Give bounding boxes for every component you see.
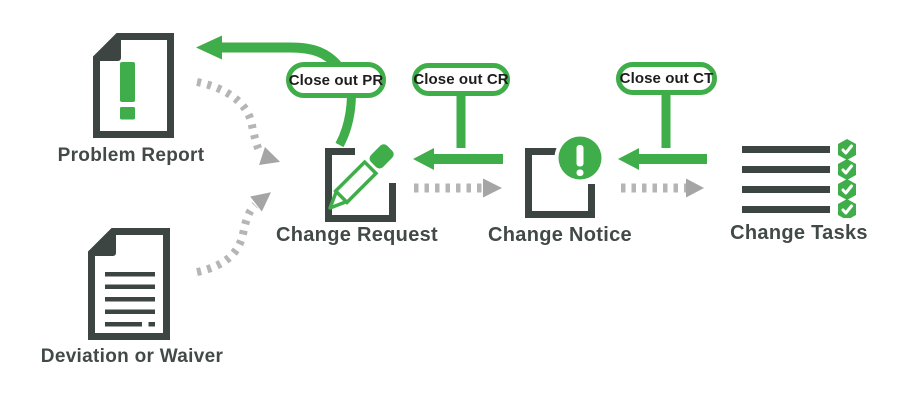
- change-request-to-change-notice-dashed-arrow: [414, 178, 502, 198]
- deviation-to-change-request-dashed-arrow: [196, 192, 271, 276]
- document-exclamation-icon: [93, 33, 174, 138]
- check-badge-icon: [838, 159, 856, 180]
- document-lines-icon: [88, 228, 170, 340]
- check-badge-icon: [838, 139, 856, 160]
- change-notice-label: Change Notice: [488, 224, 632, 246]
- check-badge-icon: [838, 179, 856, 200]
- change-tasks-label: Change Tasks: [730, 222, 868, 244]
- close-out-pr-label: Close out PR: [288, 71, 384, 89]
- close-out-cr-label: Close out CR: [413, 71, 509, 88]
- change-notice-to-change-tasks-dashed-arrow: [621, 178, 704, 198]
- task-list-checks-icon: [742, 139, 856, 218]
- close-out-cr-arrow: [413, 96, 503, 170]
- square-exclamation-icon: [525, 134, 605, 218]
- change-request-label: Change Request: [275, 224, 439, 246]
- problem-report-to-change-request-dashed-arrow: [196, 78, 281, 166]
- check-badge-icon: [838, 199, 856, 218]
- close-out-ct-label: Close out CT: [619, 70, 714, 87]
- deviation-or-waiver-label: Deviation or Waiver: [40, 346, 224, 367]
- close-out-ct-badge: Close out CT: [616, 62, 717, 95]
- close-out-pr-badge: Close out PR: [286, 62, 386, 98]
- problem-report-label: Problem Report: [57, 145, 205, 166]
- close-out-ct-arrow: [618, 94, 707, 170]
- square-pencil-icon: [325, 144, 396, 222]
- close-out-cr-badge: Close out CR: [412, 63, 510, 96]
